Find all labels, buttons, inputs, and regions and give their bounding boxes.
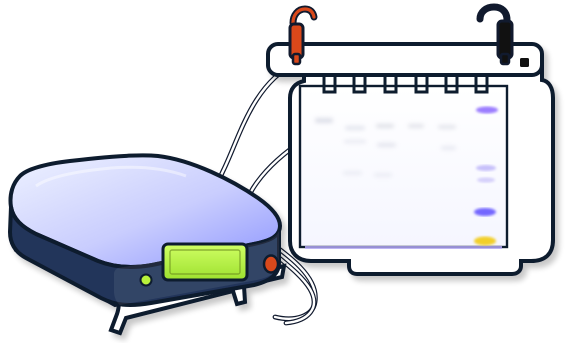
ladder-band-top xyxy=(476,107,498,114)
ladder-band-mid-2 xyxy=(477,177,495,182)
gel-bottom-strip xyxy=(305,246,502,249)
output-jack xyxy=(264,256,278,273)
gel-electrophoresis-tank xyxy=(268,44,553,274)
ladder-band-yellow xyxy=(474,237,496,246)
power-supply xyxy=(10,155,284,333)
gel-slab xyxy=(300,86,507,247)
ladder-band-purple xyxy=(474,208,496,216)
ladder-band-mid xyxy=(476,165,496,171)
power-indicator-light xyxy=(141,275,152,286)
